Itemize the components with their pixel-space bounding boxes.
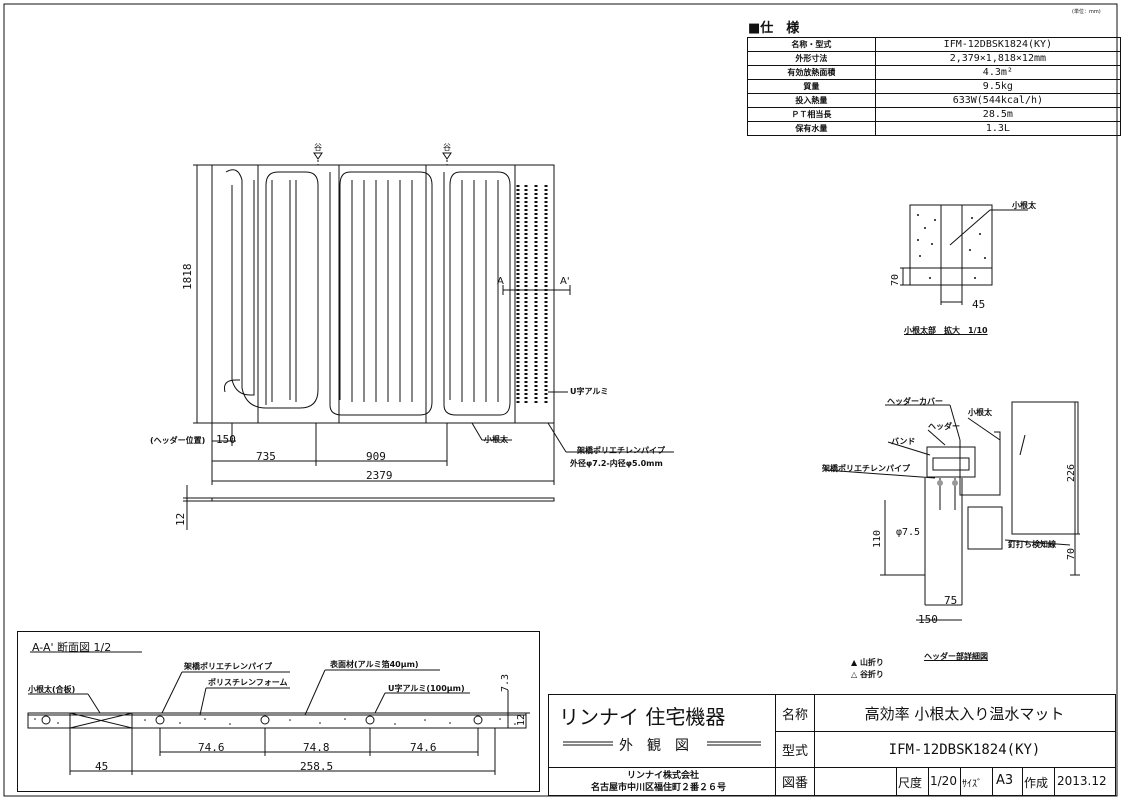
section-dim-45: 45 [95, 760, 109, 773]
section-konedai-label: 小根太(合板) [28, 685, 76, 694]
u-alumi-label: U字アルミ [570, 387, 609, 396]
section-dim-7-3: 7.3 [500, 673, 511, 692]
konedai-dim-45: 45 [972, 298, 986, 311]
name-value: 高効率 小根太入り温水マット [864, 704, 1065, 723]
section-surface-label: 表面材(アルミ箔40μm) [330, 660, 419, 669]
dim-75: 75 [944, 594, 958, 607]
section-dim-74-8: 74.8 [303, 741, 330, 754]
unit-note: (単位：mm) [1072, 9, 1101, 15]
nail-label: 釘打ち検知線 [1008, 540, 1056, 549]
drawing-type: 外 観 図 [619, 738, 689, 754]
section-dim-74-6a: 74.6 [198, 741, 225, 754]
u-alumi-beads [516, 185, 548, 405]
dim-150: 150 [216, 433, 236, 446]
header-pipe-label: 架橋ポリエチレンパイプ [822, 464, 910, 473]
spec-title: ■仕 様 [748, 21, 800, 36]
section-pipe-label: 架橋ポリエチレンパイプ [184, 662, 272, 671]
section-box [17, 631, 540, 792]
pipe-label: 架橋ポリエチレンパイプ [577, 446, 665, 455]
company-address: 名古屋市中川区福住町２番２６号 [591, 783, 727, 793]
title-block-logo-area: リンナイ 住宅機器 外 観 図 [549, 695, 776, 768]
created-label: 作成 [1024, 776, 1049, 790]
section-dim-258-5: 258.5 [300, 760, 334, 773]
drawing-type-rule [563, 741, 761, 746]
spec-key: 保有水量 [747, 121, 876, 136]
valley-mark-1: 谷 [314, 143, 322, 152]
konedai-label: 小根太 [484, 435, 508, 444]
band-label: バンド [891, 437, 916, 446]
header-detail-caption: ヘッダー部詳細図 [924, 652, 988, 661]
legend-mountain: ▲ 山折り [851, 658, 884, 667]
dim-2379: 2379 [366, 469, 393, 482]
konedai-detail-label: 小根太 [1012, 201, 1036, 210]
dim-735: 735 [256, 450, 276, 463]
spec-value: 1.3L [874, 121, 1121, 136]
company-info: リンナイ株式会社 名古屋市中川区福住町２番２６号 [549, 767, 776, 795]
name-row: 名称 高効率 小根太入り温水マット [776, 695, 1115, 732]
section-dim-12: 12 [516, 713, 527, 726]
model-value: IFM-12DBSK1824(KY) [888, 741, 1041, 758]
valley-mark-2: 谷 [443, 143, 451, 152]
header-label: ヘッダー [928, 422, 960, 431]
drawing-no-label: 図番 [776, 768, 815, 795]
size-value: A3 [996, 773, 1014, 788]
scale-label: 尺度 [898, 776, 923, 790]
pipe-size: 外径φ7.2-内径φ5.0mm [570, 459, 663, 468]
title-block: リンナイ 住宅機器 外 観 図 リンナイ株式会社 名古屋市中川区福住町２番２６号… [548, 694, 1116, 796]
phi-label: φ7.5 [896, 527, 921, 538]
section-title: A-A' 断面図 1/2 [32, 641, 112, 654]
header-cover-label: ヘッダーカバー [887, 397, 943, 406]
name-label: 名称 [776, 695, 815, 731]
header-position-label: (ヘッダー位置) [150, 436, 206, 445]
drawing-no-row: 図番 尺度 1/20 ｻｲｽﾞ A3 作成 2013.12 [776, 768, 1115, 795]
pipe-loops [224, 169, 511, 416]
legend-valley: △ 谷折り [851, 670, 884, 679]
size-label: ｻｲｽﾞ [962, 779, 982, 790]
dim-909: 909 [366, 450, 386, 463]
model-label: 型式 [776, 732, 815, 767]
company-logo: リンナイ 住宅機器 [559, 705, 726, 729]
section-u-alumi-label: U字アルミ(100μm) [388, 684, 465, 693]
header-konedai-label: 小根太 [968, 408, 992, 417]
section-mark-a: A [497, 276, 504, 287]
section-dim-74-6b: 74.6 [410, 741, 437, 754]
section-mark-a2: A' [560, 276, 570, 287]
section-foam-label: ポリスチレンフォーム [208, 678, 288, 687]
created-value: 2013.12 [1057, 774, 1107, 788]
header-dim-150: 150 [918, 613, 938, 626]
company-name: リンナイ株式会社 [627, 771, 700, 781]
konedai-detail-caption: 小根太部 拡大 1/10 [904, 326, 988, 335]
model-row: 型式 IFM-12DBSK1824(KY) [776, 732, 1115, 768]
scale-value: 1/20 [930, 774, 957, 788]
